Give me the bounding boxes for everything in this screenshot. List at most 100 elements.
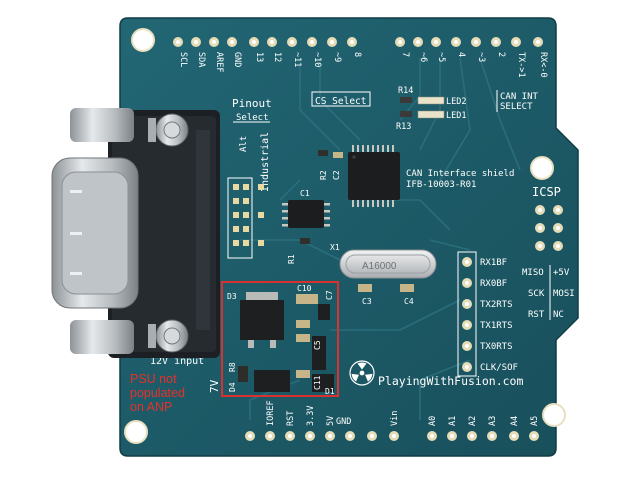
bottom-header-label: A3 (488, 416, 498, 426)
psu-note-line-3: on ANP (130, 400, 173, 414)
r14-label: R14 (398, 86, 413, 96)
can-controller-ic (348, 145, 400, 207)
bottom-header-label: Vin (390, 411, 400, 426)
bottom-header-label: RST (286, 411, 296, 426)
bottom-header-pin-hole (392, 434, 396, 438)
bottom-header-pin-hole (288, 434, 292, 438)
bottom-header-pin-hole (490, 434, 494, 438)
db9-screw-top (148, 113, 189, 147)
top-header-pin-hole (194, 40, 198, 44)
top-header-label: ~5 (436, 52, 446, 62)
top-header-pin-hole (494, 40, 498, 44)
can-header-pin-hole (465, 281, 469, 285)
top-header-label: SDA (196, 52, 206, 67)
can-pin-label: TX1RTS (480, 321, 513, 331)
top-header-label: ~6 (418, 52, 428, 62)
top-header-pin-hole (270, 40, 274, 44)
psu-note: PSU not populated on ANP (130, 372, 210, 414)
can-header-pin-hole (465, 302, 469, 306)
top-header-pins (173, 37, 543, 47)
c10-label: C10 (297, 284, 312, 293)
can-transceiver-ic (282, 200, 330, 228)
bottom-header-label: A4 (510, 416, 520, 426)
can-pin-label: TX0RTS (480, 342, 513, 352)
can-header-pin-hole (465, 344, 469, 348)
top-header-label: AREF (214, 52, 224, 72)
c5-label: C5 (313, 340, 322, 350)
mounting-holes (124, 28, 566, 444)
top-header-pin-hole (310, 40, 314, 44)
top-header-label: GND (232, 52, 242, 67)
bottom-header-label: 3.3V (306, 406, 316, 426)
bottom-header-pin-hole (370, 434, 374, 438)
c1-label: C1 (300, 189, 310, 198)
led1-label: LED1 (446, 111, 466, 121)
product-id: IFB-10003-R01 (406, 180, 476, 190)
d1-label: D1 (325, 387, 335, 396)
spi-label-rst: RST (528, 310, 545, 320)
spi-label-miso: MISO (522, 268, 544, 278)
spi-label-5v: +5V (553, 268, 570, 278)
bottom-header-pin-hole (532, 434, 536, 438)
bottom-header-pin-hole (308, 434, 312, 438)
psu-components (238, 292, 334, 392)
d4-label: D4 (228, 382, 237, 392)
top-header-label: 12 (272, 52, 282, 62)
bottom-header-pin-hole (450, 434, 454, 438)
x1-label: X1 (330, 243, 340, 252)
psu-note-line-1: PSU not (130, 372, 177, 386)
r14-resistor (400, 97, 412, 103)
bottom-header-pin-hole (328, 434, 332, 438)
top-header-pin-hole (252, 40, 256, 44)
c11-label: C11 (313, 375, 322, 390)
bottom-header-pin-hole (248, 434, 252, 438)
c3-label: C3 (362, 297, 372, 306)
top-header-pin-hole (230, 40, 234, 44)
top-header-label: 8 (352, 52, 362, 57)
pinout-select-title: Pinout (232, 97, 272, 110)
pinout-option-alt: Alt (239, 136, 249, 152)
psu-note-line-2: populated (130, 386, 185, 400)
spi-label-mosi: MOSI (553, 289, 575, 299)
brand-label: PlayingWithFusion.com (378, 374, 523, 388)
top-header-pin-hole (176, 40, 180, 44)
can-pin-label: TX2RTS (480, 300, 513, 310)
r13-resistor (400, 111, 412, 117)
spi-label-nc: NC (553, 310, 564, 320)
d3-label: D3 (227, 292, 237, 301)
can-header-pin-hole (465, 323, 469, 327)
psu-highlight-box (221, 281, 339, 397)
c2-label: C2 (332, 170, 341, 180)
r8-label: R8 (228, 362, 237, 372)
bottom-header-pin-hole (348, 434, 352, 438)
power-input-label: 12V input (150, 356, 204, 367)
r13-label: R13 (396, 122, 411, 132)
can-header-pin-hole (465, 365, 469, 369)
top-header-label: ~3 (476, 52, 486, 62)
top-header-pin-hole (536, 40, 540, 44)
bottom-header-label: A0 (428, 416, 438, 426)
top-header-pin-hole (398, 40, 402, 44)
bottom-header-label: IOREF (266, 400, 276, 426)
pinout-select-subtitle: Select (236, 113, 269, 123)
pinout-select-jumpers (227, 177, 264, 259)
can-header-pin-hole (465, 260, 469, 264)
top-header-pin-hole (350, 40, 354, 44)
top-header-pin-hole (454, 40, 458, 44)
top-header-pin-hole (514, 40, 518, 44)
led1 (417, 110, 445, 119)
cs-select-label: CS Select (315, 96, 366, 107)
bottom-header-label: A5 (530, 416, 540, 426)
top-header-label: ~10 (312, 52, 322, 67)
top-header-pin-hole (212, 40, 216, 44)
led2-label: LED2 (446, 97, 466, 107)
r2-label: R2 (319, 170, 328, 180)
bottom-header-pins (245, 431, 539, 441)
can-pin-header (462, 257, 472, 372)
bottom-header-label: A1 (448, 416, 458, 426)
c4-label: C4 (404, 297, 414, 306)
bottom-header-pin-hole (268, 434, 272, 438)
can-pin-label: RX0BF (480, 279, 507, 289)
